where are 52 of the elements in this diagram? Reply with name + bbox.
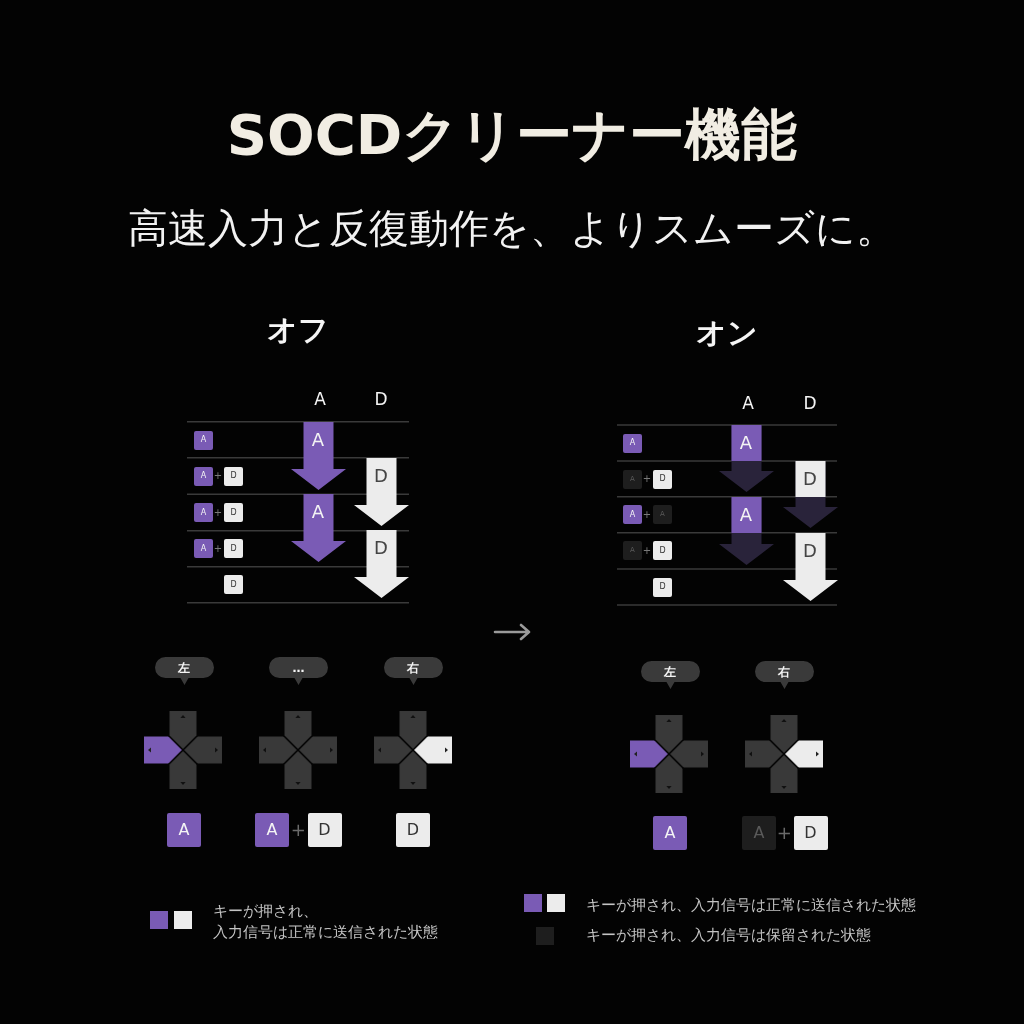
- key-cap: D: [396, 813, 430, 847]
- key-cap: D: [653, 577, 672, 597]
- key-cap: A: [623, 433, 642, 453]
- legend-text: キーが押され、入力信号は正常に送信された状態: [586, 895, 916, 915]
- speech-bubble: 左: [640, 661, 700, 689]
- speech-bubble: …: [269, 657, 328, 685]
- legend-text: キーが押され、入力信号は保留された状態: [586, 926, 871, 945]
- key-cap: D: [307, 813, 342, 847]
- speech-bubble: 左: [154, 657, 214, 685]
- column-header: D: [374, 390, 388, 408]
- section-heading: オン: [696, 318, 758, 348]
- key-cap: A: [742, 816, 776, 850]
- key-cap: A: [194, 503, 213, 522]
- title: SOCDクリーナー機能: [226, 107, 798, 163]
- input-signal-bar: A: [290, 422, 346, 490]
- input-signal-bar: D: [782, 533, 838, 601]
- plus-sign: +: [642, 509, 652, 520]
- key-cap: A: [255, 813, 289, 847]
- plus-sign: +: [213, 471, 223, 481]
- plus-sign: +: [642, 545, 652, 556]
- speech-bubble: 右: [383, 657, 443, 685]
- key-cap: D: [653, 469, 672, 489]
- column-header: A: [742, 394, 754, 412]
- legend-text: キーが押され、入力信号は正常に送信された状態: [212, 900, 439, 943]
- plus-sign: +: [213, 543, 223, 554]
- key-cap: A: [194, 466, 213, 486]
- key-cap: A: [194, 539, 213, 558]
- plus-sign: +: [213, 507, 223, 518]
- key-cap: D: [653, 541, 672, 560]
- key-cap: D: [793, 816, 828, 850]
- input-signal-bar: D: [353, 458, 409, 526]
- plus-sign: +: [642, 474, 652, 484]
- key-cap: D: [224, 503, 243, 522]
- key-cap: D: [224, 575, 243, 594]
- column-header: A: [314, 390, 326, 408]
- plus-sign: +: [290, 821, 306, 839]
- input-signal-bar: A: [718, 425, 774, 492]
- input-signal-bar: A: [290, 494, 346, 562]
- key-cap: A: [653, 816, 687, 850]
- input-signal-bar: D: [353, 530, 409, 598]
- input-signal-bar: A: [718, 497, 774, 565]
- column-header: D: [803, 394, 817, 412]
- subtitle: 高速入力と反復動作を、よりスムーズに。: [128, 208, 896, 248]
- input-signal-bar: D: [782, 461, 838, 528]
- key-cap: A: [194, 430, 213, 450]
- section-heading: オフ: [267, 315, 329, 345]
- key-cap: A: [167, 813, 201, 847]
- key-cap: D: [224, 466, 243, 486]
- key-cap: A: [623, 505, 642, 524]
- speech-bubble: 右: [754, 661, 814, 689]
- plus-sign: +: [776, 824, 792, 842]
- key-cap: D: [224, 539, 243, 558]
